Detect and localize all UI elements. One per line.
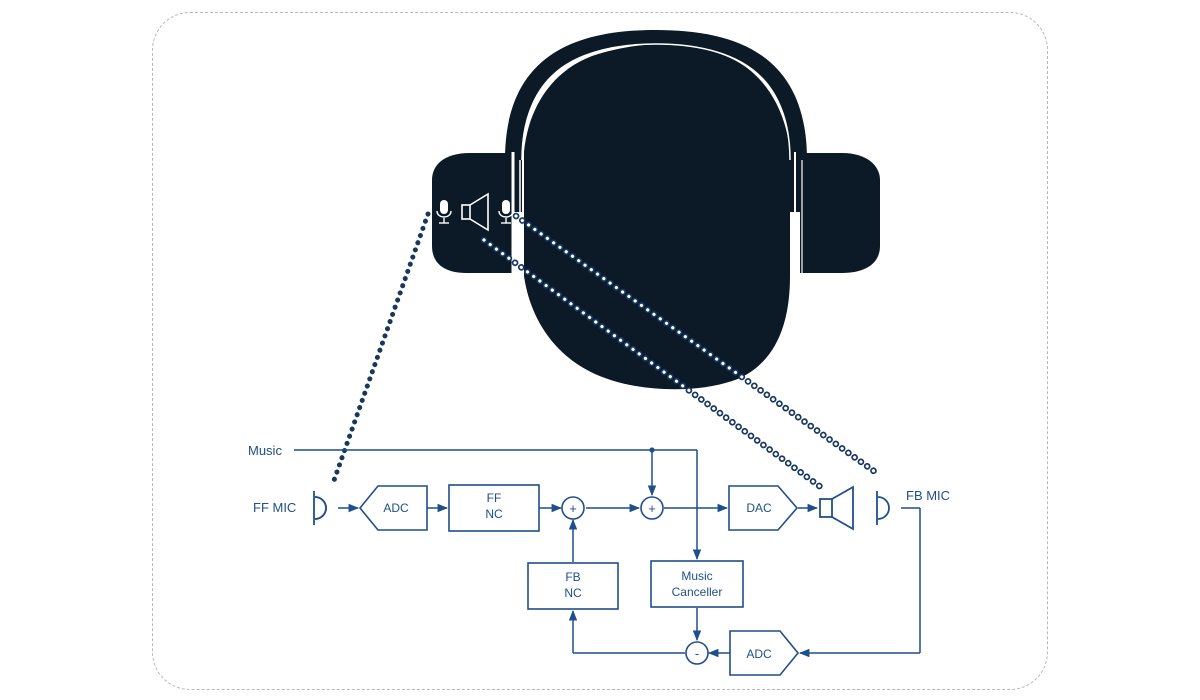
head-silhouette	[524, 44, 790, 390]
fb-nc-label-line1: FB	[565, 570, 580, 584]
speaker-icon	[461, 192, 489, 232]
ff-nc-block	[448, 484, 540, 532]
fb-mic-symbol	[876, 491, 890, 525]
fb-mic-leader	[512, 212, 882, 478]
speaker-leader	[480, 236, 826, 492]
dac-block	[728, 485, 799, 531]
headphones-icon	[432, 30, 880, 390]
sum-node-2-symbol: +	[648, 501, 656, 516]
fb-nc-block	[527, 562, 619, 610]
fb-mic-label: FB MIC	[906, 488, 950, 503]
adc-input-block	[358, 485, 428, 531]
ff-mic-symbol	[313, 491, 327, 525]
music-canceller-block	[650, 560, 744, 608]
sum-node-1-symbol: +	[569, 501, 577, 516]
subtract-node	[685, 641, 709, 665]
microphone-icon	[498, 200, 514, 224]
music-junction	[649, 447, 655, 453]
ff-nc-label-line1: FF	[487, 491, 502, 505]
ff-mic-leader	[329, 211, 431, 489]
microphone-icon	[436, 200, 452, 224]
speaker-symbol	[819, 485, 854, 531]
music-label: Music	[248, 443, 282, 458]
sum-node-2	[640, 496, 664, 520]
ff-mic-label: FF MIC	[253, 500, 296, 515]
music-canceller-label-line2: Canceller	[672, 585, 723, 599]
ff-nc-label-line2: NC	[485, 507, 503, 521]
diagram-frame	[152, 12, 1048, 690]
signal-wires	[294, 449, 921, 658]
adc-feedback-block	[729, 630, 800, 676]
sum-node-1	[561, 496, 585, 520]
adc-input-label: ADC	[383, 501, 409, 515]
dac-label: DAC	[746, 501, 772, 515]
subtract-node-symbol: -	[695, 646, 699, 661]
music-canceller-label-line1: Music	[681, 569, 712, 583]
adc-feedback-label: ADC	[746, 647, 772, 661]
fb-nc-label-line2: NC	[564, 586, 582, 600]
